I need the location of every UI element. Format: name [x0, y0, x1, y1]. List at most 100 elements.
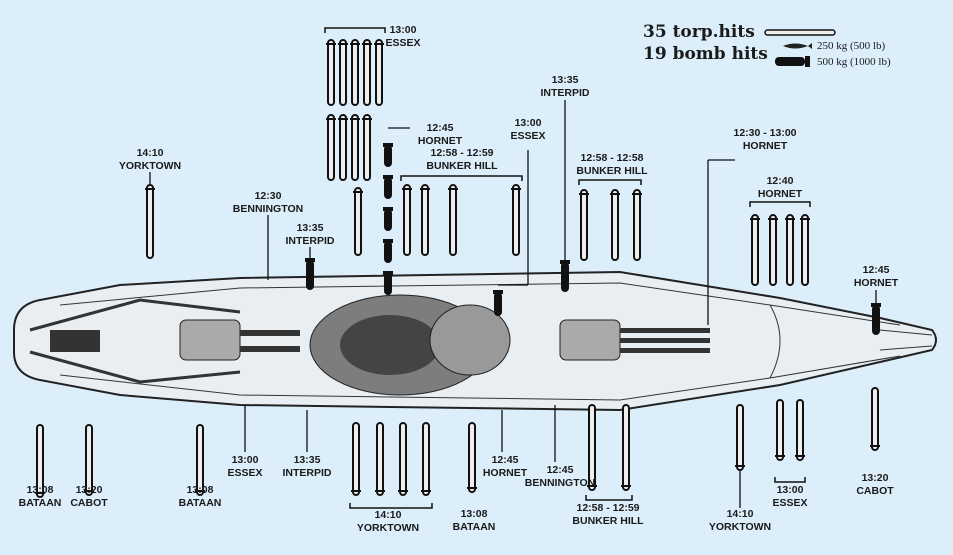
attacking-carrier: INTERPID	[540, 86, 590, 99]
torpedo-icon	[399, 422, 407, 496]
attacking-carrier: BATAAN	[452, 520, 496, 533]
attacking-carrier: YORKTOWN	[708, 520, 772, 533]
attack-time: 14:10	[136, 147, 164, 159]
attacking-carrier: INTERPID	[282, 466, 332, 479]
group-bracket	[349, 503, 433, 509]
torpedo-icon	[769, 214, 777, 286]
bomb-icon	[384, 177, 392, 199]
bomb-icon	[384, 241, 392, 263]
attacking-carrier: ESSEX	[510, 129, 546, 142]
attack-time: 12:45	[491, 454, 519, 466]
torpedo-icon	[468, 422, 476, 493]
group-bracket	[578, 179, 642, 185]
bomb-icon	[872, 305, 880, 335]
group-bracket	[749, 201, 811, 207]
attack-time: 12:45	[426, 122, 454, 134]
torpedo-icon	[354, 187, 362, 256]
attacking-carrier: ESSEX	[772, 496, 808, 509]
torpedo-icon	[196, 424, 204, 496]
attack-time: 12:40	[766, 175, 794, 187]
attacking-carrier: CABOT	[70, 496, 108, 509]
group-bracket	[400, 175, 523, 181]
torpedo-icon	[801, 214, 809, 286]
battleship-hull	[13, 270, 937, 412]
torpedo-icon	[611, 189, 619, 261]
attack-time: 13:00	[776, 484, 804, 496]
attacking-carrier: BUNKER HILL	[576, 164, 648, 177]
torpedo-icon	[363, 114, 371, 181]
attack-time: 13:00	[389, 24, 417, 36]
attack-time: 12:45	[862, 264, 890, 276]
torpedo-icon	[449, 184, 457, 256]
attack-time: 12:58 - 12:59	[576, 502, 640, 514]
attacking-carrier: HORNET	[757, 187, 803, 200]
torpedo-icon	[776, 399, 784, 461]
torpedo-icon	[352, 422, 360, 496]
torpedo-icon	[633, 189, 641, 261]
bomb-icon	[561, 262, 569, 292]
attacking-carrier: CABOT	[856, 484, 894, 497]
legend-250kg: 250 kg (500 lb)	[817, 40, 886, 52]
bomb-icon	[384, 145, 392, 167]
bomb-500-legend-icon	[775, 57, 805, 66]
torpedo-icon	[339, 114, 347, 181]
torpedo-icon	[327, 114, 335, 181]
group-bracket	[774, 477, 806, 483]
attack-time: 12:58 - 12:58	[580, 152, 644, 164]
bomb-icon	[494, 292, 502, 316]
torpedo-icon	[588, 404, 596, 491]
torpedo-icon	[351, 39, 359, 106]
attacking-carrier: YORKTOWN	[356, 521, 420, 534]
torpedo-hits-count: 35 torp.hits	[643, 22, 755, 42]
torpedo-icon	[363, 39, 371, 106]
bomb-hits-count: 19 bomb hits	[643, 44, 768, 64]
attack-time: 12:58 - 12:59	[430, 147, 494, 159]
bomb-icon	[384, 273, 392, 295]
torpedo-icon	[36, 424, 44, 498]
group-bracket	[324, 27, 386, 33]
torpedo-icon	[736, 404, 744, 471]
attacking-carrier: BENNINGTON	[232, 202, 304, 215]
attack-time: 13:35	[293, 454, 321, 466]
attack-time: 13:35	[551, 74, 579, 86]
group-bracket	[585, 495, 633, 501]
attack-time: 13:35	[296, 222, 324, 234]
torpedo-icon	[351, 114, 359, 181]
torpedo-icon	[796, 399, 804, 461]
torpedo-icon	[376, 422, 384, 496]
torpedo-icon	[786, 214, 794, 286]
attacking-carrier: BUNKER HILL	[426, 159, 498, 172]
attacking-carrier: ESSEX	[385, 36, 421, 49]
attack-time: 12:45	[546, 464, 574, 476]
attacking-carrier: HORNET	[482, 466, 528, 479]
attack-time: 13:08	[186, 484, 214, 496]
legend-500kg: 500 kg (1000 lb)	[817, 56, 891, 68]
torpedo-legend-icon	[764, 29, 836, 36]
torpedo-icon	[327, 39, 335, 106]
torpedo-icon	[146, 184, 154, 259]
attacking-carrier: ESSEX	[227, 466, 263, 479]
torpedo-icon	[403, 184, 411, 256]
torpedo-icon	[339, 39, 347, 106]
attacking-carrier: HORNET	[853, 276, 899, 289]
